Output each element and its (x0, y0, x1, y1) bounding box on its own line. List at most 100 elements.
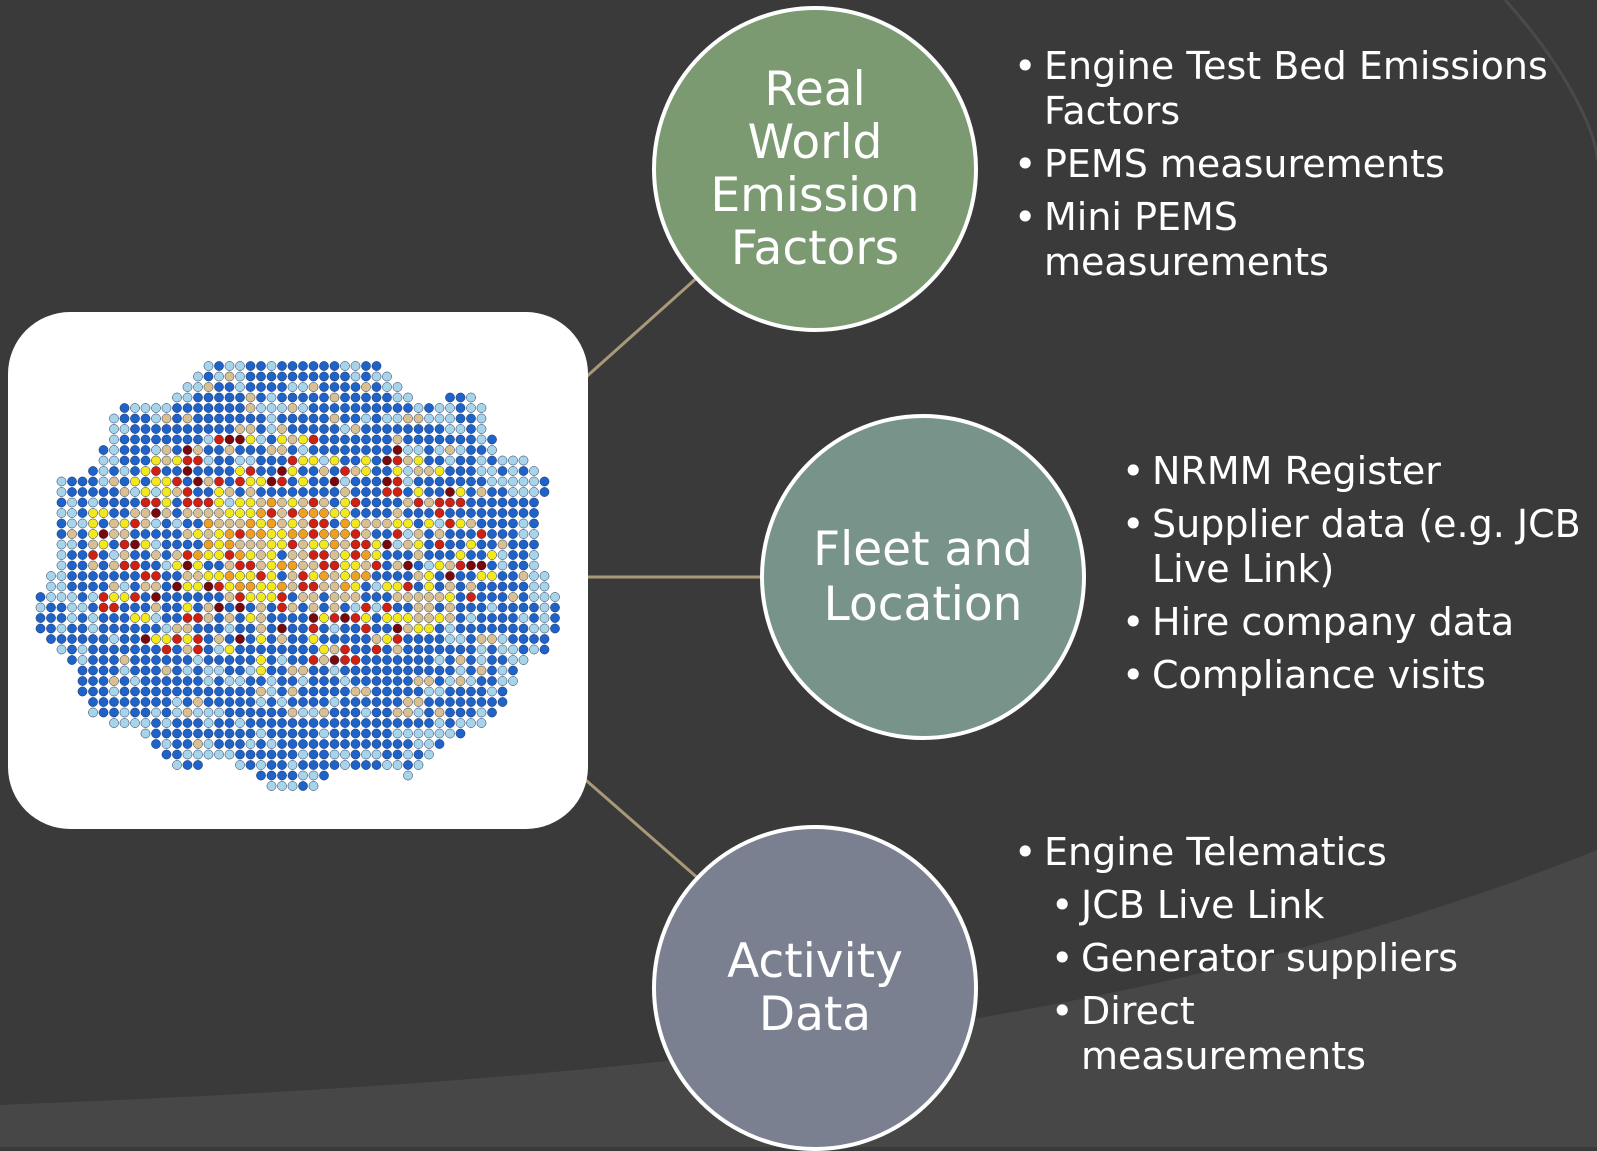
map-cell (392, 560, 403, 571)
map-cell (424, 476, 434, 487)
map-cell (371, 760, 382, 770)
map-cell (434, 697, 445, 707)
map-cell (497, 571, 508, 581)
map-cell (424, 466, 434, 476)
map-cell (256, 487, 266, 497)
map-cell (424, 739, 434, 749)
map-cell (466, 539, 476, 550)
map-cell (46, 581, 56, 592)
map-cell (161, 497, 172, 508)
map-cell (382, 403, 392, 413)
map-cell (182, 749, 193, 760)
map-cell (98, 445, 109, 455)
map-cell (382, 560, 392, 571)
map-cell (298, 392, 308, 403)
map-cell (235, 434, 245, 445)
map-cell (298, 592, 308, 602)
map-cell (550, 602, 560, 613)
map-cell (140, 529, 151, 539)
map-cell (529, 497, 539, 508)
map-cell (497, 455, 508, 466)
map-cell (329, 728, 340, 739)
map-cell (245, 497, 256, 508)
map-cell (319, 613, 329, 623)
map-cell (256, 424, 266, 434)
map-cell (35, 602, 46, 613)
map-cell (256, 361, 266, 371)
map-cell (172, 392, 182, 403)
map-cell (130, 445, 140, 455)
map-cell (403, 434, 413, 445)
map-cell (476, 445, 487, 455)
map-cell (182, 739, 193, 749)
map-cell (98, 697, 109, 707)
map-cell (424, 413, 434, 424)
map-cell (371, 371, 382, 382)
map-cell (130, 403, 140, 413)
map-cell (445, 718, 455, 728)
map-cell (140, 497, 151, 508)
map-cell (434, 455, 445, 466)
map-cell (245, 413, 256, 424)
map-cell (476, 623, 487, 634)
map-cell (214, 728, 224, 739)
map-cell (88, 602, 98, 613)
map-cell (455, 686, 466, 697)
map-cell (224, 434, 235, 445)
map-cell (340, 613, 350, 623)
map-cell (266, 571, 277, 581)
map-cell (476, 613, 487, 623)
map-cell (361, 424, 371, 434)
map-cell (119, 445, 130, 455)
map-cell (434, 508, 445, 518)
map-cell (487, 455, 497, 466)
map-cell (224, 634, 235, 644)
map-cell (319, 424, 329, 434)
map-cell (224, 413, 235, 424)
map-cell (266, 592, 277, 602)
map-cell (182, 413, 193, 424)
map-cell (319, 361, 329, 371)
map-cell (203, 676, 214, 686)
map-cell (172, 655, 182, 665)
map-cell (371, 445, 382, 455)
map-cell (329, 424, 340, 434)
map-cell (161, 529, 172, 539)
map-cell (193, 581, 203, 592)
map-cell (277, 634, 287, 644)
map-cell (151, 697, 161, 707)
bullet-item: Engine Test Bed Emissions Factors (1014, 44, 1574, 134)
map-cell (361, 592, 371, 602)
map-cell (277, 434, 287, 445)
map-cell (497, 623, 508, 634)
map-cell (67, 623, 77, 634)
map-cell (382, 665, 392, 676)
map-cell (172, 466, 182, 476)
map-cell (413, 518, 424, 529)
map-cell (214, 749, 224, 760)
map-cell (424, 613, 434, 623)
map-cell (161, 592, 172, 602)
map-cell (140, 550, 151, 560)
map-cell (455, 718, 466, 728)
map-cell (298, 539, 308, 550)
map-cell (382, 623, 392, 634)
map-cell (308, 518, 319, 529)
map-cell (277, 550, 287, 560)
map-cell (424, 655, 434, 665)
map-cell (445, 707, 455, 718)
map-cell (487, 529, 497, 539)
map-cell (277, 592, 287, 602)
map-cell (224, 382, 235, 392)
map-cell (130, 592, 140, 602)
map-cell (340, 529, 350, 539)
map-cell (77, 613, 88, 623)
map-cell (413, 655, 424, 665)
map-cell (56, 476, 67, 487)
map-cell (140, 655, 151, 665)
map-cell (466, 424, 476, 434)
map-cell (88, 508, 98, 518)
map-cell (382, 634, 392, 644)
map-cell (424, 728, 434, 739)
map-cell (172, 718, 182, 728)
